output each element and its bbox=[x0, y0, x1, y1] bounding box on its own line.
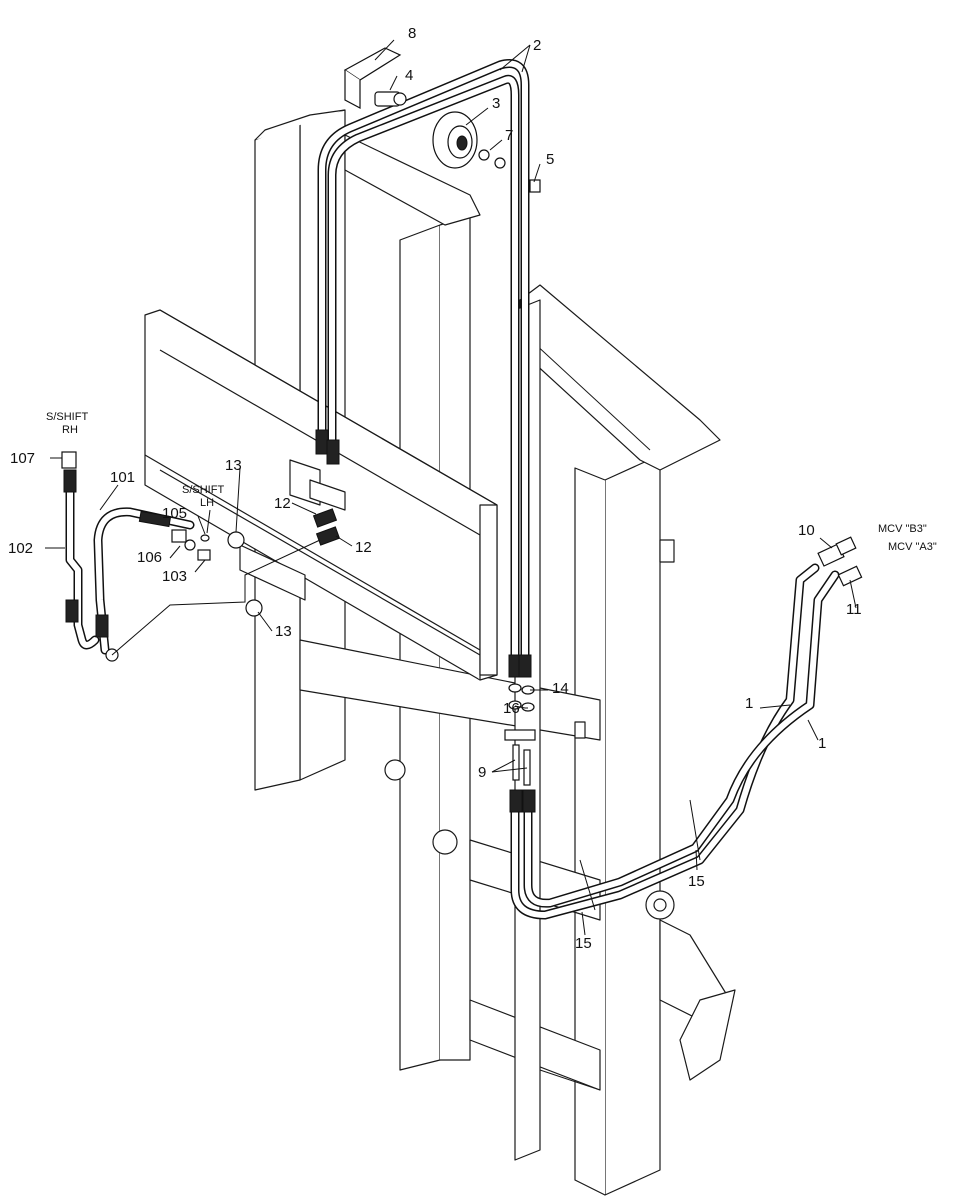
callout-7: 7 bbox=[505, 127, 513, 144]
annotation-labels: S/SHIFT RH S/SHIFT LH MCV "B3" MCV "A3" bbox=[46, 411, 937, 553]
callout-3: 3 bbox=[492, 95, 500, 112]
lower-hose-routing bbox=[509, 536, 863, 920]
callout-4: 4 bbox=[405, 67, 413, 84]
upper-hose-loop bbox=[315, 59, 532, 678]
callout-1-lower: 1 bbox=[818, 735, 826, 752]
callout-12-upper: 12 bbox=[274, 495, 291, 512]
callout-8: 8 bbox=[408, 25, 416, 42]
carriage-fittings bbox=[227, 508, 341, 617]
side-shift-hoses bbox=[61, 451, 321, 662]
coupler-assembly bbox=[504, 683, 536, 786]
callout-2: 2 bbox=[533, 37, 541, 54]
mcv-a3-label: MCV "A3" bbox=[888, 541, 937, 553]
callout-15-right: 15 bbox=[688, 873, 705, 890]
callout-11: 11 bbox=[846, 601, 862, 618]
callout-102: 102 bbox=[8, 540, 33, 557]
sshift-rh-label-line2: RH bbox=[62, 424, 78, 436]
bracket-and-pin bbox=[343, 47, 407, 109]
sshift-lh-label-line1: S/SHIFT bbox=[182, 484, 224, 496]
callout-1-upper: 1 bbox=[745, 695, 753, 712]
callout-106: 106 bbox=[137, 549, 162, 566]
callout-14: 14 bbox=[552, 680, 569, 697]
callout-103: 103 bbox=[162, 568, 187, 585]
callout-12-lower: 12 bbox=[355, 539, 372, 556]
callout-13-lower: 13 bbox=[275, 623, 292, 640]
sshift-lh-label-line2: LH bbox=[200, 497, 214, 509]
callout-105: 105 bbox=[162, 505, 187, 522]
callout-101: 101 bbox=[110, 469, 135, 486]
callout-5: 5 bbox=[546, 151, 554, 168]
callout-16: 16 bbox=[503, 700, 520, 717]
callout-labels: 8 4 2 3 7 5 13 12 12 13 10 11 14 16 9 1 … bbox=[8, 25, 862, 952]
callout-107: 107 bbox=[10, 450, 35, 467]
callout-15-left: 15 bbox=[575, 935, 592, 952]
callout-10: 10 bbox=[798, 522, 815, 539]
sshift-rh-label-line1: S/SHIFT bbox=[46, 411, 88, 423]
leader-lines bbox=[45, 39, 857, 936]
mcv-b3-label: MCV "B3" bbox=[878, 523, 927, 535]
callout-13-upper: 13 bbox=[225, 457, 242, 474]
callout-9: 9 bbox=[478, 764, 486, 781]
